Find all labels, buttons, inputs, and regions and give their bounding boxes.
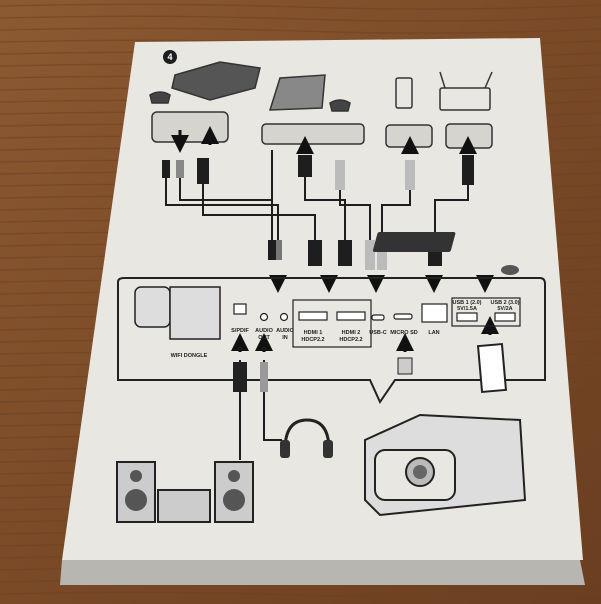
phone-port-panel xyxy=(385,124,433,148)
svg-text:IN: IN xyxy=(282,335,288,341)
bluray-player-icon xyxy=(171,61,261,101)
usbc-label: USB-C xyxy=(369,330,386,336)
optical-plug xyxy=(233,362,247,392)
spdif-label: S/PDIF xyxy=(231,328,249,334)
source-devices xyxy=(149,61,493,112)
audio-in-label: AUDIO xyxy=(276,328,294,334)
ports xyxy=(233,297,521,348)
projector-rear-panel xyxy=(117,277,546,405)
headphones-icon xyxy=(283,418,331,451)
usbc-port xyxy=(371,314,385,321)
audio-out-port xyxy=(259,312,269,322)
microsd-slot xyxy=(393,313,413,320)
step-badge xyxy=(163,50,177,64)
audio-plug xyxy=(260,362,268,392)
gamepad-icon xyxy=(149,91,171,104)
usb1-port xyxy=(456,312,478,322)
cables xyxy=(165,150,469,245)
stereo-system-icon xyxy=(116,461,254,523)
svg-text:OUT: OUT xyxy=(258,335,270,341)
usb-group xyxy=(451,297,521,327)
connection-arrows xyxy=(171,126,499,352)
hdmi2-port xyxy=(336,311,366,321)
laptop-icon xyxy=(268,74,326,111)
keyboard-icon xyxy=(372,232,456,252)
microsd-label: MICRO SD xyxy=(390,330,418,336)
mouse-icon xyxy=(501,265,519,275)
power-socket xyxy=(134,286,171,328)
audio-out-label: AUDIO xyxy=(255,328,273,334)
hdmi1-port xyxy=(298,311,328,321)
wifi-dongle-label: WIFI DONGLE xyxy=(171,353,208,359)
svg-text:HDCP2.2: HDCP2.2 xyxy=(301,337,324,343)
step-number: 4 xyxy=(167,52,172,62)
game-controller-icon xyxy=(329,99,351,112)
microsd-card-icon xyxy=(397,357,413,375)
spdif-port xyxy=(233,303,247,315)
svg-text:5V/2A: 5V/2A xyxy=(497,306,512,312)
usb-stick-icon xyxy=(476,342,508,394)
wifi-dongle-slot xyxy=(169,286,221,340)
usb2-port xyxy=(494,312,516,322)
projector-icon xyxy=(364,413,527,517)
lan-label: LAN xyxy=(428,330,439,336)
usb2-label: USB 2 (3.0) xyxy=(490,300,519,306)
lan-port xyxy=(421,303,448,323)
card-edge xyxy=(60,560,585,585)
player-port-panel xyxy=(151,111,229,143)
router-port-panel xyxy=(445,123,493,149)
svg-text:HDCP2.2: HDCP2.2 xyxy=(339,337,362,343)
hdmi2-label: HDMI 2 xyxy=(342,330,361,336)
hdmi-group xyxy=(292,299,372,348)
router-icon xyxy=(439,87,491,111)
cable-plugs xyxy=(162,155,474,270)
hdmi1-label: HDMI 1 xyxy=(304,330,323,336)
usb1-label: USB 1 (2.0) xyxy=(452,300,481,306)
audio-in-port xyxy=(279,312,289,322)
laptop-port-panel xyxy=(261,123,365,145)
svg-text:5V/1.5A: 5V/1.5A xyxy=(457,306,477,312)
smartphone-icon xyxy=(395,77,413,109)
